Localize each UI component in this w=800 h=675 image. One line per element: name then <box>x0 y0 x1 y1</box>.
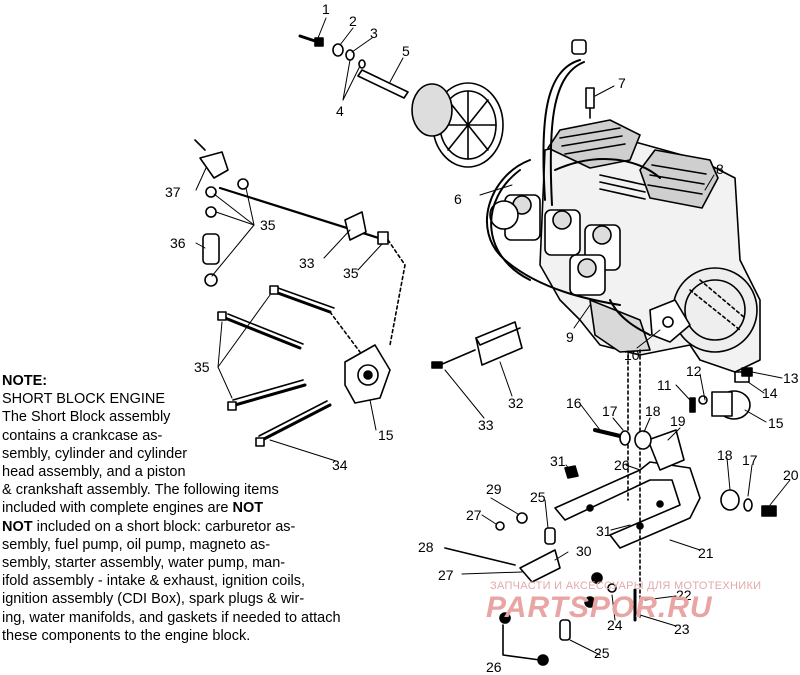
callout-6: 6 <box>454 191 462 207</box>
callout-21: 21 <box>698 545 714 561</box>
callout-20: 20 <box>783 467 799 483</box>
callout-31-upper: 31 <box>550 453 566 469</box>
hoses-and-wires <box>486 59 661 336</box>
callout-25-upper: 25 <box>530 489 546 505</box>
callout-11: 11 <box>657 377 672 393</box>
callout-35-lower: 35 <box>194 359 210 375</box>
note-line-with-emphasis: included with complete engines are NOT <box>2 499 332 517</box>
note-line: sembly, starter assembly, water pump, ma… <box>2 555 286 572</box>
callout-9: 9 <box>566 329 574 345</box>
callout-28: 28 <box>418 539 434 555</box>
callout-8: 8 <box>716 161 724 177</box>
callout-34: 34 <box>332 457 348 473</box>
callout-29: 29 <box>486 481 502 497</box>
callout-18-left: 18 <box>645 403 661 419</box>
spark-plug <box>571 39 595 119</box>
callout-3: 3 <box>370 25 378 41</box>
callout-37: 37 <box>165 184 181 200</box>
carburetors <box>489 194 621 296</box>
note-emphasis-not: NOT <box>232 500 264 517</box>
callout-10: 10 <box>624 347 640 363</box>
callout-23: 23 <box>674 621 690 637</box>
callout-5: 5 <box>402 43 410 59</box>
mount-hardware <box>444 428 777 666</box>
engine-mount-bracket <box>554 349 701 621</box>
cdi-box <box>431 321 523 369</box>
callout-36: 36 <box>170 235 186 251</box>
note-heading: NOTE: <box>2 373 48 389</box>
note-line: ing, water manifolds, and gaskets if nee… <box>2 609 341 626</box>
callout-24: 24 <box>607 617 623 633</box>
callout-18-right: 18 <box>717 447 733 463</box>
drive-clutch <box>298 34 504 168</box>
callout-14: 14 <box>762 385 778 401</box>
callout-27-upper: 27 <box>466 507 482 523</box>
oil-lines <box>194 139 406 447</box>
callout-19: 19 <box>670 413 686 429</box>
note-line: head assembly, and a piston <box>2 464 186 481</box>
note-line: sembly, fuel pump, oil pump, magneto as- <box>2 536 271 553</box>
note-line: & crankshaft assembly. The following ite… <box>2 482 279 499</box>
callout-26-lower: 26 <box>486 659 502 675</box>
callout-17-right: 17 <box>742 452 758 468</box>
callout-16: 16 <box>566 395 582 411</box>
watermark-logo: PARTSPOR.RU <box>486 591 713 624</box>
callout-33-lower: 33 <box>478 417 494 433</box>
callout-1: 1 <box>322 1 330 17</box>
short-block-note: NOTE: SHORT BLOCK ENGINE The Short Block… <box>2 372 341 645</box>
note-line: ifold assembly - intake & exhaust, ignit… <box>2 573 306 590</box>
note-line: SHORT BLOCK ENGINE <box>2 391 166 408</box>
callout-27-lower: 27 <box>438 567 454 583</box>
callout-12: 12 <box>686 363 702 379</box>
note-line: these components to the engine block. <box>2 627 251 644</box>
callout-13: 13 <box>783 370 799 386</box>
callout-4: 4 <box>336 103 344 119</box>
note-text: included on a short block: carburetor as… <box>36 518 296 535</box>
callout-22: 22 <box>676 587 692 603</box>
callout-2: 2 <box>349 13 357 29</box>
callout-35-mid: 35 <box>343 265 359 281</box>
callout-35-upper: 35 <box>260 217 276 233</box>
starter <box>689 367 753 420</box>
callout-33-upper: 33 <box>299 255 315 271</box>
callout-30: 30 <box>576 543 592 559</box>
callout-15-oil-pump: 15 <box>378 427 394 443</box>
engine-block <box>539 119 761 373</box>
callout-26-upper: 26 <box>614 457 630 473</box>
callout-32: 32 <box>508 395 524 411</box>
watermark-tagline: ЗАПЧАСТИ И АКСЕССУАРЫ ДЛЯ МОТОТЕХНИКИ <box>490 580 762 592</box>
note-line: contains a crankcase as- <box>2 427 163 444</box>
note-text: included with complete engines are <box>2 500 233 517</box>
note-line: ignition assembly (CDI Box), spark plugs… <box>2 591 305 608</box>
callout-15-starter: 15 <box>768 415 784 431</box>
callout-25-lower: 25 <box>594 645 610 661</box>
note-line: NOT included on a short block: carbureto… <box>2 518 332 536</box>
note-line: The Short Block assembly <box>2 409 171 426</box>
leader-lines <box>195 17 791 656</box>
callout-7: 7 <box>618 75 626 91</box>
callout-31-lower: 31 <box>596 523 612 539</box>
note-emphasis-not: NOT <box>2 518 33 535</box>
callout-17-left: 17 <box>602 403 618 419</box>
note-line: sembly, cylinder and cylinder <box>2 445 188 462</box>
